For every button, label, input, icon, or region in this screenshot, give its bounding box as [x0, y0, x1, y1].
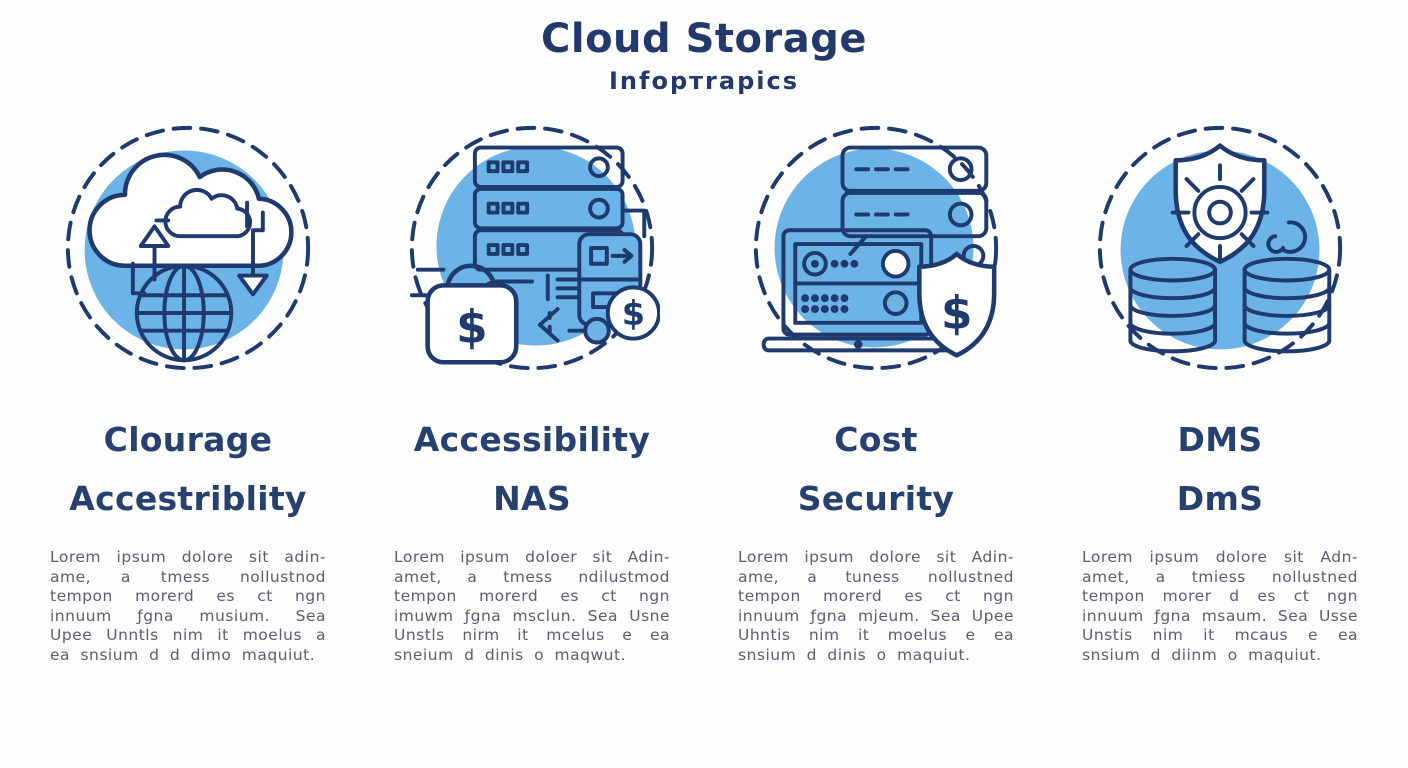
dotted-connector: [409, 267, 552, 334]
column-heading-line1: Accessibility: [413, 420, 651, 459]
cloud-globe-svg: [65, 125, 311, 371]
column-heading-line2: Accestriblity: [69, 479, 307, 518]
download-arrow-icon: [237, 210, 269, 297]
shield-database-icon: [1092, 120, 1348, 376]
column-heading-line1: Cost: [834, 420, 918, 459]
column-body-text: Lorem ipsum dolore sit adin- ame, a tmes…: [50, 548, 326, 664]
globe-icon: [134, 263, 234, 363]
cloud-globe-icon: [60, 120, 316, 376]
column-headings: Clourage Accestriblity: [69, 410, 306, 528]
column-body-text: Lorem ipsum doloer sit Adin- amet, a tme…: [394, 548, 670, 664]
svg-text:$: $: [941, 287, 973, 340]
columns-row: Clourage Accestriblity Lorem ipsum dolor…: [0, 120, 1408, 665]
database-right-icon: [1242, 256, 1332, 354]
svg-text:$: $: [622, 294, 645, 333]
page-title: Cloud Storage: [541, 16, 867, 62]
column-accessibility-nas: $ $ Accessibility NAS Lorem ipsum doloer…: [380, 120, 684, 665]
scanner-spokes: [1170, 163, 1270, 262]
column-cost-security: $ Cost Security Lorem ipsum dolore sit A…: [724, 120, 1028, 665]
svg-text:$: $: [456, 301, 488, 354]
dashed-ring: [753, 125, 999, 371]
column-heading-line2: DmS: [1176, 479, 1264, 518]
cost-shield-icon: $: [917, 251, 997, 358]
server-cost-icon: $ $: [404, 120, 660, 376]
cost-lock-icon: $: [425, 263, 519, 365]
laptop-shield-svg: $: [753, 125, 999, 371]
column-headings: Accessibility NAS: [414, 410, 650, 528]
dashed-ring: [65, 125, 311, 371]
column-headings: DMS DmS: [1177, 410, 1263, 528]
sync-icon: [1266, 220, 1308, 254]
database-left-icon: [1128, 256, 1218, 354]
dashed-ring: [409, 125, 655, 371]
dollar-coin-icon: $: [605, 285, 660, 341]
page-subtitle: Infopтrapics: [609, 67, 799, 95]
column-cloud-accessibility: Clourage Accestriblity Lorem ipsum dolor…: [36, 120, 340, 665]
column-heading-line2: Security: [797, 479, 955, 518]
dashed-ring: [1097, 125, 1343, 371]
column-heading-line2: NAS: [493, 479, 571, 518]
shield-database-svg: [1097, 125, 1343, 371]
security-shield-icon: [1170, 143, 1270, 265]
column-headings: Cost Security: [798, 410, 954, 528]
column-heading-line1: DMS: [1177, 420, 1263, 459]
column-dms: DMS DmS Lorem ipsum dolore sit Adn- amet…: [1068, 120, 1372, 665]
upload-arrow-icon: [130, 224, 171, 296]
header: Cloud Storage Infopтrapics: [0, 0, 1408, 96]
server-cost-svg: $ $: [409, 125, 660, 371]
small-cloud-icon: [163, 187, 253, 239]
column-body-text: Lorem ipsum dolore sit Adn- amet, a tmie…: [1082, 548, 1358, 664]
laptop-shield-icon: $: [748, 120, 1004, 376]
column-body-text: Lorem ipsum dolore sit Adin- ame, a tune…: [738, 548, 1014, 664]
column-heading-line1: Clourage: [103, 420, 273, 459]
